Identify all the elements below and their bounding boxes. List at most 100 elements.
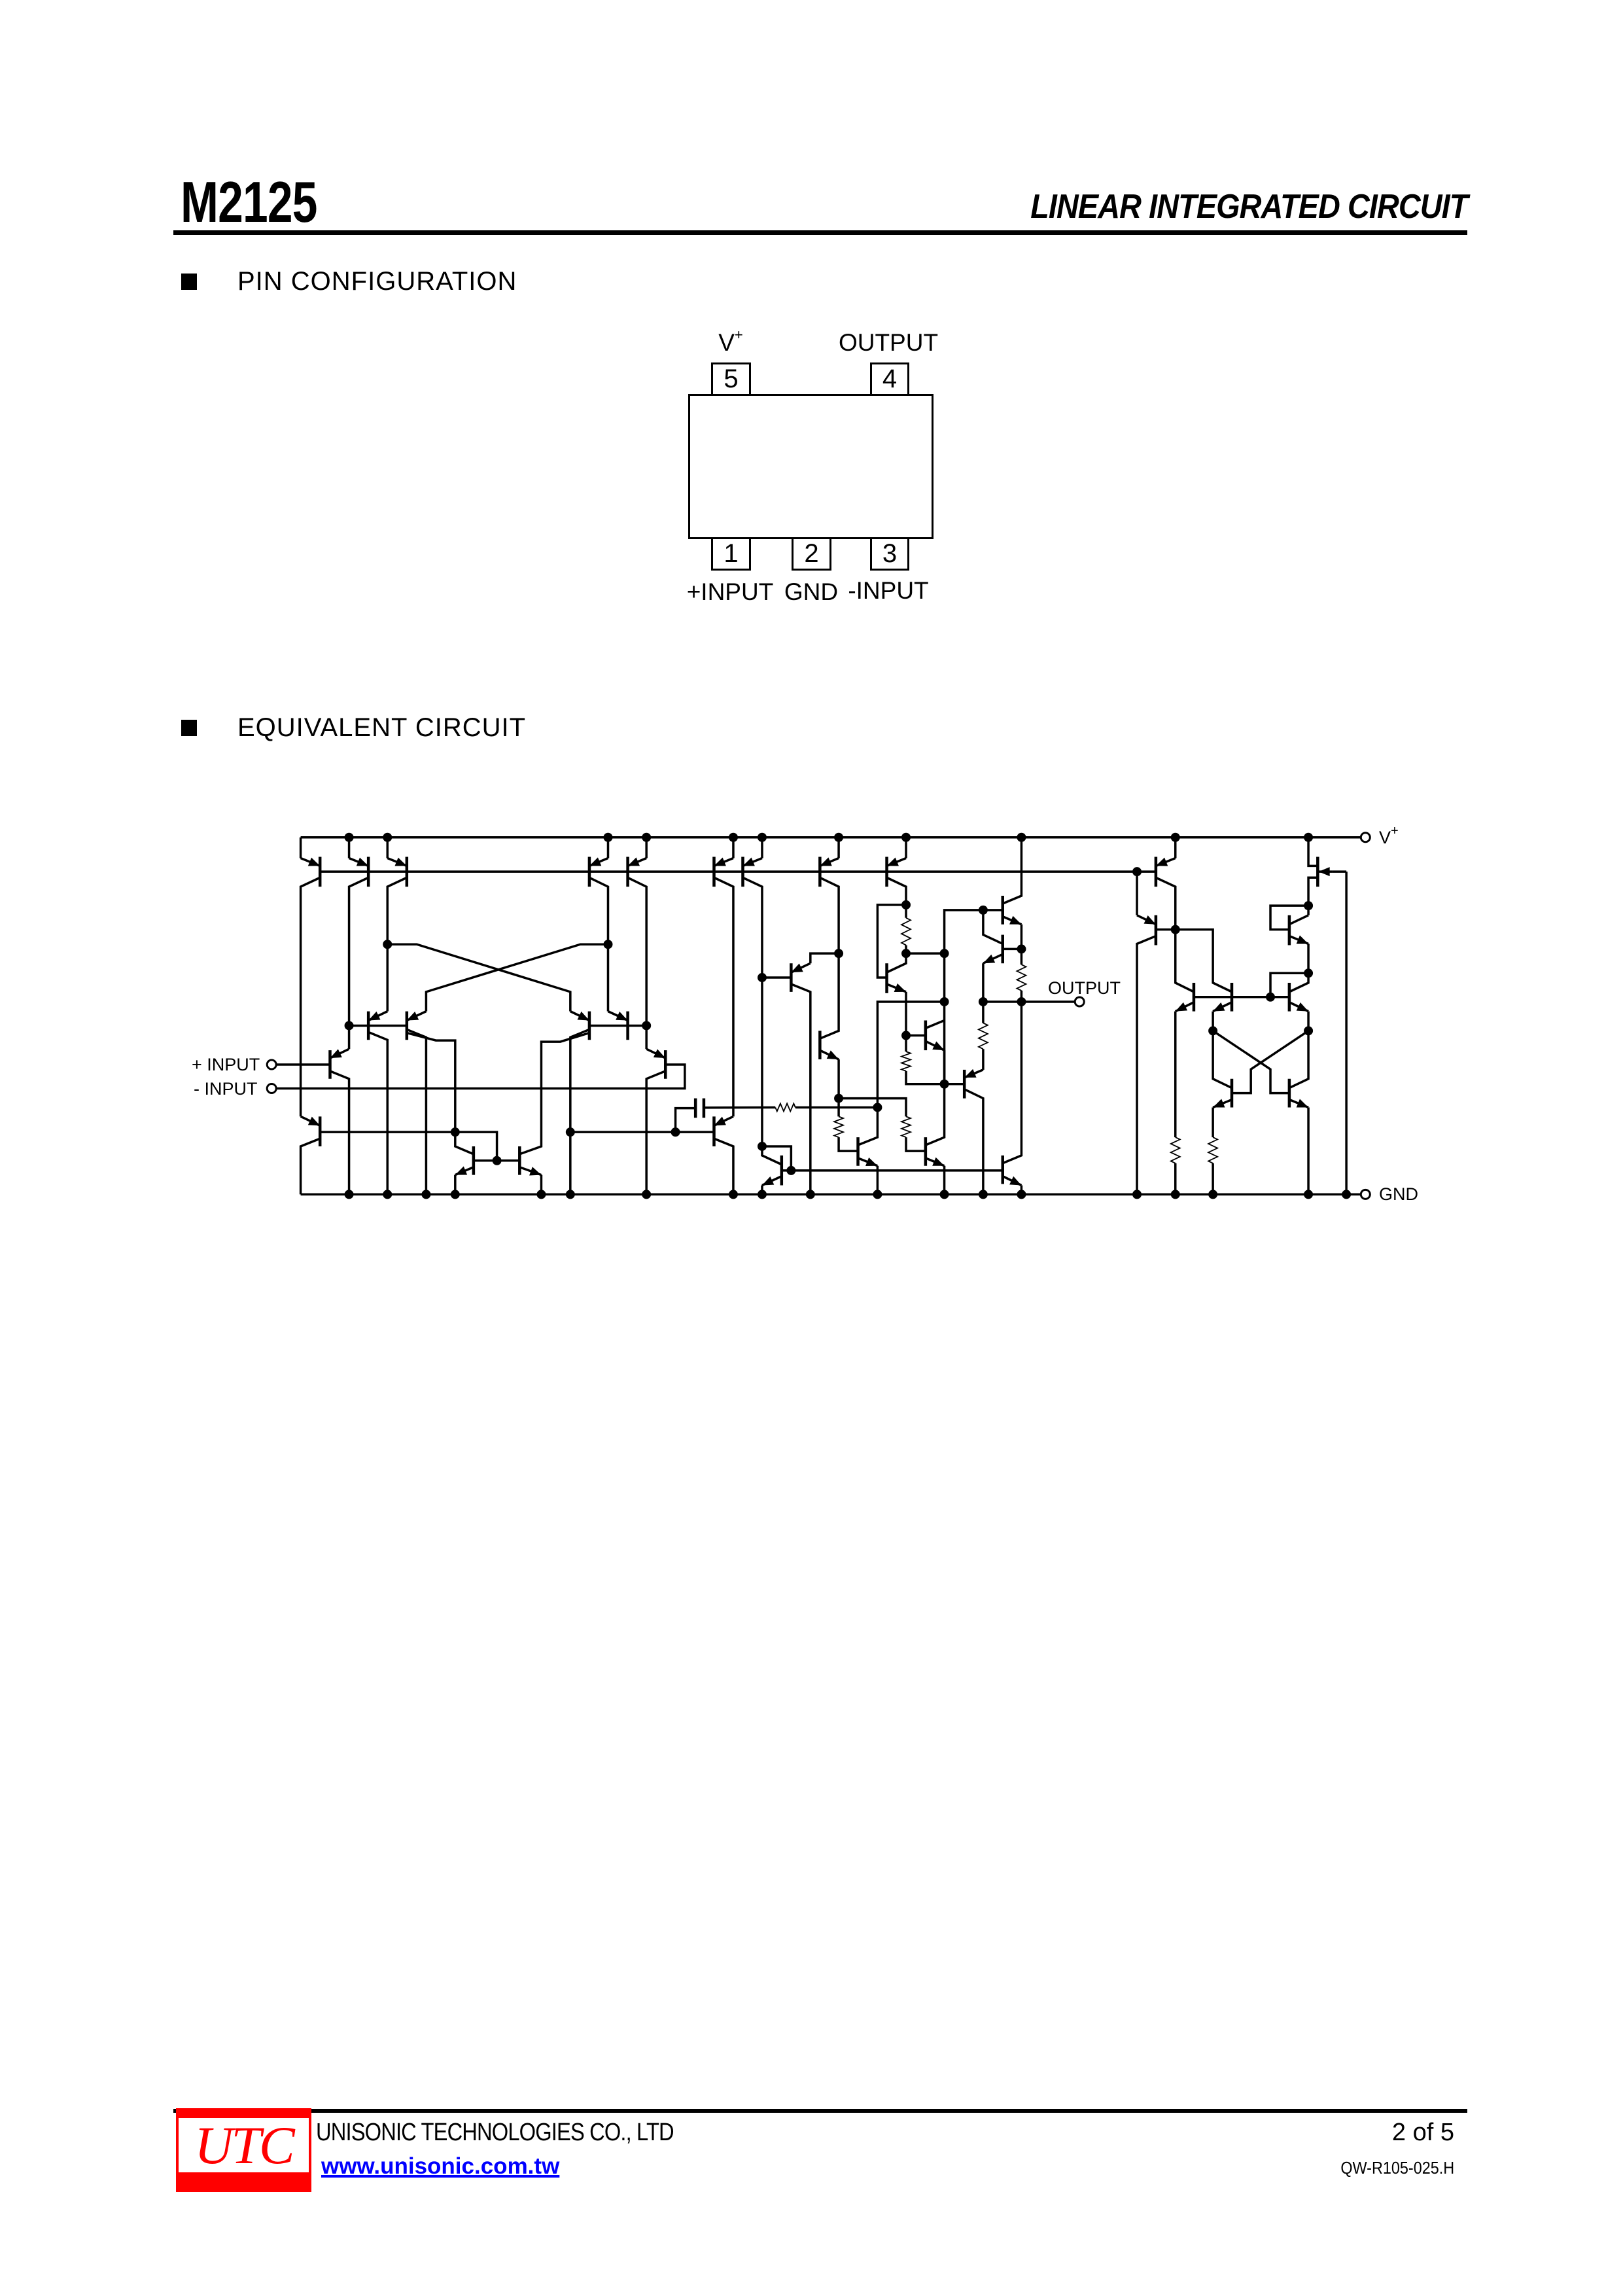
section-bullet-icon bbox=[181, 274, 197, 290]
section-title-equivalent-circuit: EQUIVALENT CIRCUIT bbox=[237, 713, 527, 742]
emitter-arrow-icon bbox=[356, 857, 369, 866]
emitter-arrow-icon bbox=[330, 1049, 342, 1059]
emitter-arrow-icon bbox=[1155, 857, 1168, 866]
wire bbox=[982, 910, 1003, 945]
emitter-arrow-icon bbox=[865, 1157, 878, 1166]
pin-2: 2 bbox=[792, 537, 831, 571]
wire bbox=[905, 1137, 926, 1152]
junction-dot bbox=[383, 1190, 393, 1199]
wire bbox=[886, 876, 907, 918]
emitter-arrow-icon bbox=[1213, 1002, 1225, 1012]
pin-number: 1 bbox=[724, 539, 739, 568]
pin-1-label: +INPUT bbox=[686, 578, 774, 605]
emitter-arrow-icon bbox=[529, 1167, 542, 1176]
wire bbox=[627, 876, 648, 1050]
wire bbox=[819, 876, 840, 1040]
plus-input-label: + INPUT bbox=[192, 1055, 260, 1074]
junction-dot bbox=[1132, 1190, 1142, 1199]
output-label: OUTPUT bbox=[1048, 978, 1121, 998]
emitter-arrow-icon bbox=[406, 1011, 419, 1021]
emitter-arrow-icon bbox=[826, 1050, 839, 1060]
company-name: UNISONIC TECHNOLOGIES CO., LTD bbox=[316, 2119, 674, 2146]
junction-dot bbox=[1208, 1190, 1218, 1199]
resistor-icon bbox=[1015, 964, 1028, 991]
emitter-arrow-icon bbox=[1296, 935, 1309, 944]
junction-dot bbox=[450, 1190, 460, 1199]
wire bbox=[876, 904, 907, 979]
minus-input-label: - INPUT bbox=[194, 1079, 258, 1099]
junction-dot bbox=[1017, 1190, 1026, 1199]
pin-label-text: V bbox=[718, 329, 735, 356]
emitter-arrow-icon bbox=[742, 857, 755, 866]
emitter-arrow-icon bbox=[714, 857, 726, 866]
emitter-arrow-icon bbox=[761, 1176, 775, 1186]
junction-dot bbox=[805, 1190, 815, 1199]
website-link[interactable]: www.unisonic.com.tw bbox=[321, 2153, 560, 2179]
resistor-icon bbox=[899, 917, 913, 946]
emitter-arrow-icon bbox=[394, 857, 407, 866]
emitter-arrow-icon bbox=[1296, 1002, 1309, 1012]
wire bbox=[425, 943, 608, 1012]
utc-logo: UTC bbox=[176, 2108, 311, 2192]
pin-2-label: GND bbox=[784, 578, 839, 605]
wire bbox=[905, 1070, 965, 1086]
part-number-title: M2125 bbox=[181, 169, 317, 234]
resistor-icon bbox=[899, 1051, 913, 1072]
wire bbox=[943, 909, 1003, 954]
document-number: QW-R105-025.H bbox=[1340, 2158, 1454, 2178]
emitter-arrow-icon bbox=[1143, 915, 1156, 925]
emitter-arrow-icon bbox=[1296, 1099, 1309, 1108]
wire bbox=[839, 1097, 907, 1117]
wire bbox=[925, 1019, 945, 1030]
output-terminal-icon bbox=[1073, 996, 1085, 1008]
wire bbox=[589, 876, 610, 1012]
emitter-arrow-icon bbox=[791, 963, 803, 973]
emitter-arrow-icon bbox=[964, 1069, 977, 1078]
emitter-arrow-icon bbox=[577, 1011, 589, 1021]
wire bbox=[1289, 944, 1310, 993]
section-bullet-icon bbox=[181, 720, 197, 736]
wire bbox=[964, 1088, 985, 1195]
wire bbox=[925, 953, 946, 1146]
wire bbox=[1136, 934, 1157, 1195]
emitter-arrow-icon bbox=[627, 857, 640, 866]
emitter-arrow-icon bbox=[894, 983, 907, 992]
emitter-arrow-icon bbox=[307, 1116, 321, 1126]
junction-dot bbox=[978, 1190, 988, 1199]
wire bbox=[1307, 837, 1318, 868]
pin-3: 3 bbox=[870, 537, 909, 571]
pin-number: 2 bbox=[804, 539, 819, 568]
wire bbox=[386, 876, 408, 1012]
emitter-arrow-icon bbox=[1318, 867, 1330, 877]
emitter-arrow-icon bbox=[932, 1157, 945, 1166]
plus-input-terminal-icon bbox=[266, 1059, 277, 1070]
wire bbox=[761, 1145, 793, 1171]
wire bbox=[1289, 914, 1309, 926]
page-number: 2 of 5 bbox=[1391, 2119, 1454, 2146]
wire bbox=[1155, 928, 1232, 993]
pin-5-label: V+ bbox=[718, 327, 743, 357]
emitter-arrow-icon bbox=[368, 1011, 381, 1021]
emitter-arrow-icon bbox=[616, 1012, 628, 1021]
emitter-arrow-icon bbox=[983, 954, 996, 964]
wire bbox=[1002, 837, 1023, 905]
junction-dot bbox=[1342, 1190, 1352, 1199]
junction-dot bbox=[939, 1190, 949, 1199]
junction-dot bbox=[939, 997, 949, 1006]
wire bbox=[713, 1137, 735, 1195]
emitter-arrow-icon bbox=[1175, 1002, 1188, 1012]
wire bbox=[1212, 1011, 1232, 1089]
wire bbox=[1269, 972, 1309, 997]
wire bbox=[886, 945, 907, 974]
logo-text: UTC bbox=[194, 2115, 295, 2175]
junction-dot bbox=[642, 1190, 652, 1199]
wire bbox=[809, 952, 839, 964]
pin-number: 3 bbox=[882, 539, 898, 568]
pin-1: 1 bbox=[711, 537, 751, 571]
emitter-arrow-icon bbox=[714, 1116, 726, 1126]
wire bbox=[1231, 1029, 1310, 1095]
wire bbox=[837, 1137, 858, 1152]
resistor-icon bbox=[1207, 1137, 1219, 1164]
wire bbox=[299, 876, 321, 1117]
document-category: LINEAR INTEGRATED CIRCUIT bbox=[1030, 188, 1468, 226]
